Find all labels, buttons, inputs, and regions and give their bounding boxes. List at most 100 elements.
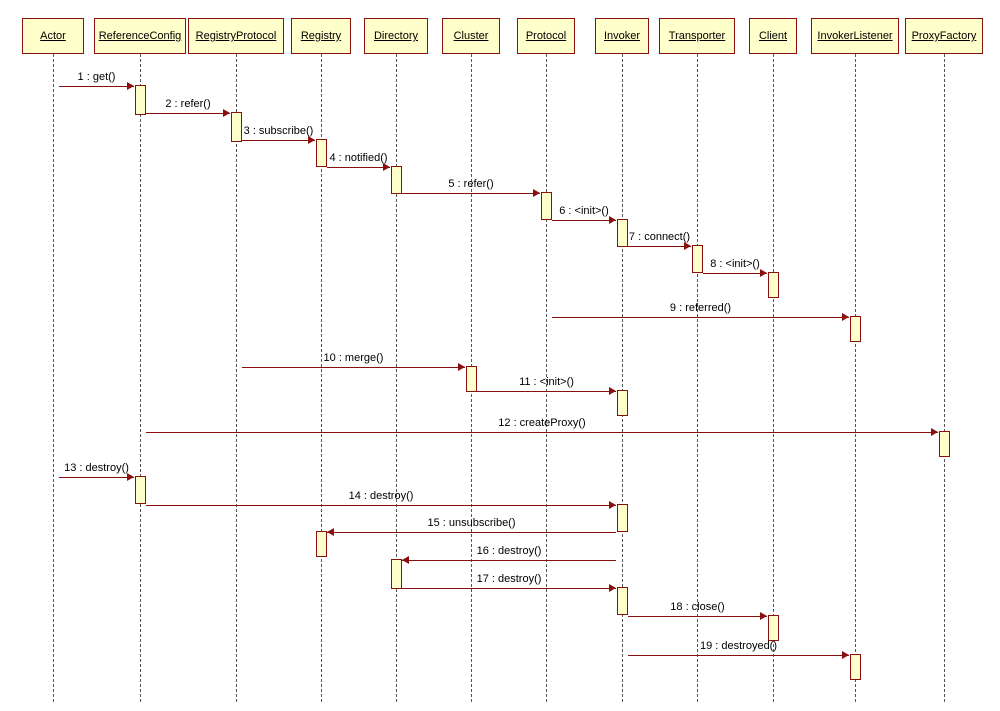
message-label: 19 : destroyed(): [699, 640, 778, 652]
arrowhead-icon: [760, 612, 767, 620]
activation-bar: [391, 166, 402, 194]
participant-label: InvokerListener: [817, 30, 893, 42]
activation-bar: [768, 272, 779, 298]
message-label: 15 : unsubscribe(): [427, 517, 516, 529]
activation-bar: [617, 219, 628, 247]
message-label: 4 : notified(): [329, 152, 388, 164]
arrowhead-icon: [760, 269, 767, 277]
message-line: [242, 367, 465, 368]
arrowhead-icon: [383, 163, 390, 171]
message-label: 11 : <init>(): [519, 376, 574, 388]
message-label: 13 : destroy(): [64, 462, 129, 474]
activation-bar: [316, 139, 327, 167]
participant-label: RegistryProtocol: [195, 30, 277, 42]
participant-label: Client: [758, 30, 788, 42]
participant-client: Client: [749, 18, 797, 54]
message-label: 14 : destroy(): [348, 490, 414, 502]
participant-registryprotocol: RegistryProtocol: [188, 18, 284, 54]
message-label: 1 : get(): [77, 71, 116, 83]
message-line: [477, 391, 616, 392]
lifeline-invokerlistener: [855, 54, 856, 702]
arrowhead-icon: [533, 189, 540, 197]
activation-bar: [135, 476, 146, 504]
message-line: [402, 193, 540, 194]
arrowhead-icon: [327, 528, 334, 536]
message-label: 5 : refer(): [448, 178, 494, 190]
arrowhead-icon: [609, 216, 616, 224]
participant-protocol: Protocol: [517, 18, 575, 54]
activation-bar: [850, 654, 861, 680]
message-line: [327, 532, 616, 533]
participant-proxyfactory: ProxyFactory: [905, 18, 983, 54]
message-line: [146, 113, 230, 114]
message-label: 17 : destroy(): [476, 573, 542, 585]
message-line: [146, 432, 938, 433]
lifeline-directory: [396, 54, 397, 702]
activation-bar: [466, 366, 477, 392]
message-label: 10 : merge(): [323, 352, 384, 364]
message-line: [402, 560, 616, 561]
activation-bar: [939, 431, 950, 457]
activation-bar: [135, 85, 146, 115]
activation-bar: [850, 316, 861, 342]
participant-invokerlistener: InvokerListener: [811, 18, 899, 54]
participant-label: Registry: [300, 30, 342, 42]
message-line: [628, 616, 767, 617]
lifeline-transporter: [697, 54, 698, 702]
arrowhead-icon: [223, 109, 230, 117]
arrowhead-icon: [931, 428, 938, 436]
message-label: 6 : <init>(): [559, 205, 609, 217]
message-label: 12 : createProxy(): [498, 417, 586, 429]
participant-transporter: Transporter: [659, 18, 735, 54]
message-line: [146, 505, 616, 506]
activation-bar: [391, 559, 402, 589]
message-line: [59, 477, 134, 478]
lifeline-registry: [321, 54, 322, 702]
participant-label: Actor: [40, 30, 66, 42]
message-label: 9 : referred(): [669, 302, 732, 314]
message-line: [552, 317, 849, 318]
arrowhead-icon: [127, 473, 134, 481]
participant-label: Invoker: [603, 30, 641, 42]
arrowhead-icon: [458, 363, 465, 371]
message-line: [242, 140, 315, 141]
message-label: 3 : subscribe(): [243, 125, 314, 137]
activation-bar: [316, 531, 327, 557]
lifeline-invoker: [622, 54, 623, 702]
message-line: [703, 273, 767, 274]
activation-bar: [768, 615, 779, 641]
participant-invoker: Invoker: [595, 18, 649, 54]
message-label: 8 : <init>(): [710, 258, 760, 270]
arrowhead-icon: [842, 651, 849, 659]
lifeline-protocol: [546, 54, 547, 702]
participant-label: ReferenceConfig: [98, 30, 182, 42]
message-label: 7 : connect(): [628, 231, 691, 243]
arrowhead-icon: [609, 501, 616, 509]
lifeline-registryprotocol: [236, 54, 237, 702]
message-label: 2 : refer(): [165, 98, 211, 110]
activation-bar: [692, 245, 703, 273]
participant-actor: Actor: [22, 18, 84, 54]
message-label: 16 : destroy(): [476, 545, 542, 557]
lifeline-actor: [53, 54, 54, 702]
message-line: [628, 655, 849, 656]
message-line: [59, 86, 134, 87]
activation-bar: [617, 587, 628, 615]
arrowhead-icon: [609, 584, 616, 592]
arrowhead-icon: [609, 387, 616, 395]
participant-directory: Directory: [364, 18, 428, 54]
arrowhead-icon: [127, 82, 134, 90]
arrowhead-icon: [842, 313, 849, 321]
activation-bar: [231, 112, 242, 142]
participant-label: Protocol: [525, 30, 567, 42]
participant-registry: Registry: [291, 18, 351, 54]
participant-label: Directory: [373, 30, 418, 42]
participant-label: Cluster: [453, 30, 489, 42]
participant-label: ProxyFactory: [911, 30, 977, 42]
message-line: [402, 588, 616, 589]
participant-referenceconfig: ReferenceConfig: [94, 18, 186, 54]
lifeline-referenceconfig: [140, 54, 141, 702]
lifeline-proxyfactory: [944, 54, 945, 702]
message-line: [628, 246, 691, 247]
